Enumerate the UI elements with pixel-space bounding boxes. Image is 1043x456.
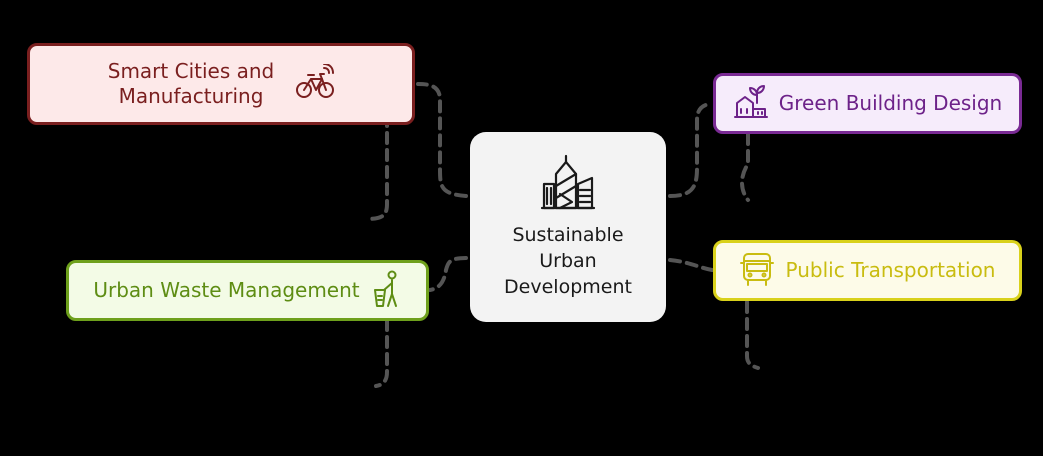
center-topic-node[interactable]: Sustainable Urban Development <box>470 132 666 322</box>
branch-urban-waste-label: Urban Waste Management <box>93 278 360 302</box>
branch-urban-waste[interactable]: Urban Waste Management <box>66 260 429 321</box>
recycling-person-icon <box>372 270 402 312</box>
smart-bicycle-icon <box>296 63 335 104</box>
branch-smart-cities-label: Smart Cities and Manufacturing <box>108 59 274 109</box>
connector-center-waste <box>428 256 468 292</box>
green-building-icon <box>733 84 769 123</box>
connector-center-transport <box>668 258 714 272</box>
branch-smart-cities[interactable]: Smart Cities and Manufacturing <box>27 43 415 125</box>
bus-icon <box>739 251 774 291</box>
connector-transport-sub <box>745 300 760 370</box>
connector-center-green <box>668 102 714 198</box>
smart-label-line-2: Manufacturing <box>118 84 264 108</box>
branch-green-building[interactable]: Green Building Design <box>713 73 1022 134</box>
center-topic-label: Sustainable Urban Development <box>504 222 632 301</box>
branch-public-transportation[interactable]: Public Transportation <box>713 240 1022 301</box>
connector-waste-sub <box>374 318 389 388</box>
center-label-line-1: Sustainable <box>512 223 624 246</box>
connector-green-sub <box>740 132 750 202</box>
smart-label-line-1: Smart Cities and <box>107 59 275 83</box>
center-label-line-3: Development <box>504 276 632 299</box>
branch-green-building-label: Green Building Design <box>778 91 1003 115</box>
city-buildings-icon <box>540 154 596 216</box>
connector-smart-sub <box>364 114 389 221</box>
center-label-line-2: Urban <box>539 249 597 272</box>
connector-center-smart <box>416 82 468 198</box>
branch-public-transportation-label: Public Transportation <box>785 258 996 282</box>
